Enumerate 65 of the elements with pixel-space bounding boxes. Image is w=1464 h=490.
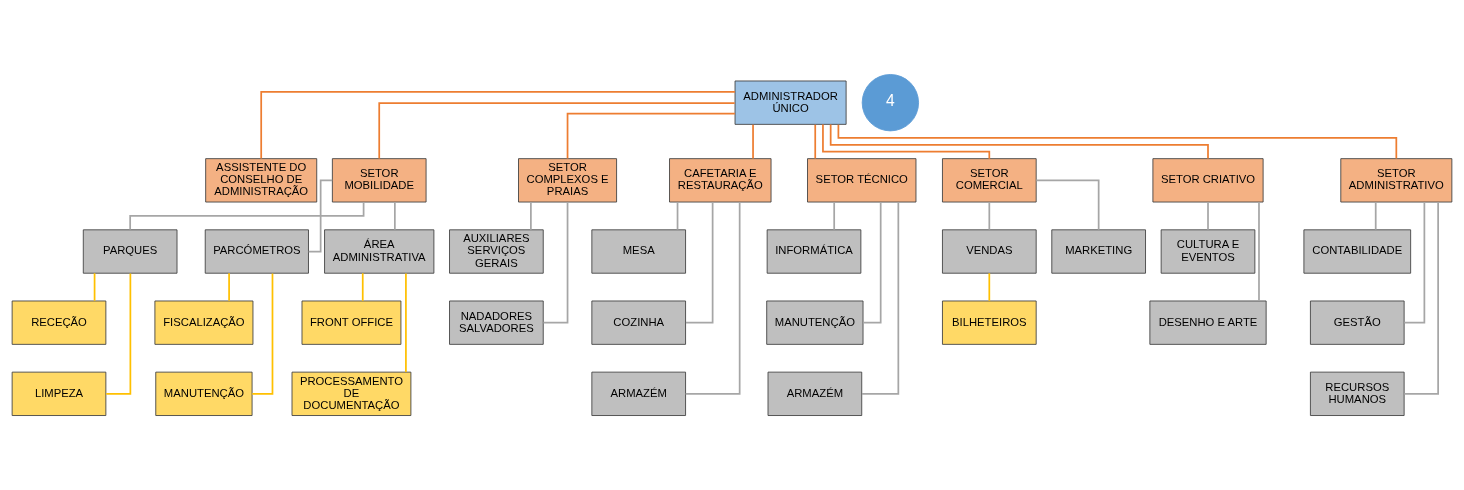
node-box: ASSISTENTE DO CONSELHO DE ADMINISTRAÇÃO xyxy=(205,158,318,203)
connector xyxy=(861,201,900,395)
node-box: AUXILIARES SERVIÇOS GERAIS xyxy=(449,229,544,274)
connector xyxy=(1403,201,1439,395)
node-box: ÁREA ADMINISTRATIVA xyxy=(324,229,435,274)
node-box: MARKETING xyxy=(1051,229,1146,274)
connector xyxy=(1403,201,1426,324)
node-box: SETOR COMERCIAL xyxy=(942,158,1037,203)
connector xyxy=(394,201,396,231)
node-box: GESTÃO xyxy=(1309,300,1405,345)
node-box: ARMAZÉM xyxy=(591,371,686,416)
node-box: BILHETEIROS xyxy=(942,300,1037,345)
connector xyxy=(1035,179,1100,231)
node-box: NADADORES SALVADORES xyxy=(449,300,544,345)
connector xyxy=(307,179,334,253)
connector xyxy=(752,123,754,160)
connector xyxy=(105,272,132,395)
node-box: COZINHA xyxy=(591,300,686,345)
connector xyxy=(684,201,741,395)
connector xyxy=(228,272,230,302)
connector xyxy=(378,102,736,160)
node-box: LIMPEZA xyxy=(11,371,107,416)
connector xyxy=(988,201,991,231)
connector xyxy=(405,272,407,373)
node-box: SETOR MOBILIDADE xyxy=(331,158,427,203)
connector xyxy=(129,201,365,231)
node-box: MANUTENÇÃO xyxy=(155,371,253,416)
connector xyxy=(988,272,991,302)
node-box: ARMAZÉM xyxy=(767,371,863,416)
node-box: MANUTENÇÃO xyxy=(766,300,864,345)
connector xyxy=(814,123,817,160)
connector xyxy=(542,201,569,324)
node-box: RECEÇÃO xyxy=(11,300,107,345)
connector xyxy=(260,90,736,160)
connector xyxy=(93,272,96,302)
node-box: RECURSOS HUMANOS xyxy=(1309,371,1405,416)
node-box: SETOR COMPLEXOS E PRAIAS xyxy=(518,158,617,203)
connector xyxy=(1258,201,1260,302)
node-box: CONTABILIDADE xyxy=(1303,229,1412,274)
connector xyxy=(685,201,714,324)
node-box: PARQUES xyxy=(82,229,178,274)
node-box: FRONT OFFICE xyxy=(301,300,402,345)
connector xyxy=(1207,201,1209,231)
connector xyxy=(676,201,679,231)
node-box: SETOR TÉCNICO xyxy=(807,158,917,203)
node-box: DESENHO E ARTE xyxy=(1149,300,1267,345)
connector xyxy=(1374,201,1377,231)
node-box: SETOR ADMINISTRATIVO xyxy=(1340,158,1453,203)
node-box: PARCÓMETROS xyxy=(204,229,309,274)
connector xyxy=(361,272,364,302)
node-circle: 4 xyxy=(861,74,919,132)
connector xyxy=(829,123,1209,160)
connector xyxy=(822,123,991,160)
node-box: INFORMÁTICA xyxy=(766,229,862,274)
node-box: FISCALIZAÇÃO xyxy=(154,300,254,345)
node-box: ADMINISTRADOR ÚNICO xyxy=(734,80,847,125)
connector xyxy=(566,112,736,160)
connector xyxy=(530,201,532,231)
node-box: SETOR CRIATIVO xyxy=(1152,158,1264,203)
node-box: CAFETARIA E RESTAURAÇÃO xyxy=(669,158,772,203)
connector xyxy=(833,201,836,231)
node-box: MESA xyxy=(591,229,686,274)
node-box: PROCESSAMENTO DE DOCUMENTAÇÃO xyxy=(291,371,412,416)
node-box: VENDAS xyxy=(942,229,1037,274)
node-box: CULTURA E EVENTOS xyxy=(1160,229,1256,274)
